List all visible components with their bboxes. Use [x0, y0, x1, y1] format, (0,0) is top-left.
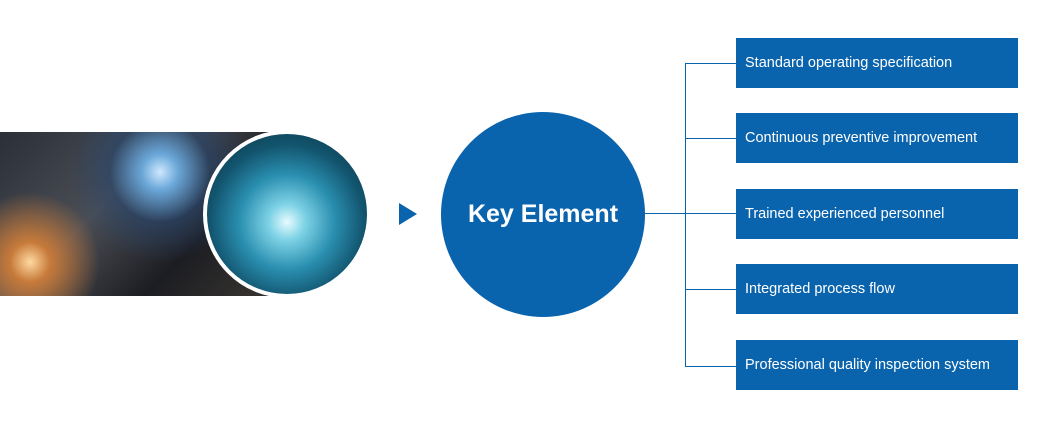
- key-element-circle: Key Element: [441, 112, 645, 317]
- connector-5: [685, 366, 736, 367]
- element-label: Professional quality inspection system: [745, 357, 991, 373]
- element-box: Standard operating specification: [736, 38, 1018, 88]
- element-box: Continuous preventive improvement: [736, 113, 1018, 163]
- element-label: Standard operating specification: [745, 55, 953, 71]
- connector-vertical: [685, 63, 686, 366]
- element-box: Integrated process flow: [736, 264, 1018, 314]
- connector-main: [645, 213, 736, 214]
- element-label: Continuous preventive improvement: [745, 130, 978, 146]
- chamber-photo: [203, 130, 371, 298]
- key-element-label: Key Element: [467, 200, 619, 228]
- connector-4: [685, 289, 736, 290]
- element-box: Professional quality inspection system: [736, 340, 1018, 390]
- element-label: Integrated process flow: [745, 281, 895, 297]
- element-box: Trained experienced personnel: [736, 189, 1018, 239]
- connector-2: [685, 138, 736, 139]
- connector-1: [685, 63, 736, 64]
- element-label: Trained experienced personnel: [745, 206, 945, 222]
- triangle-arrow-icon: [399, 203, 417, 225]
